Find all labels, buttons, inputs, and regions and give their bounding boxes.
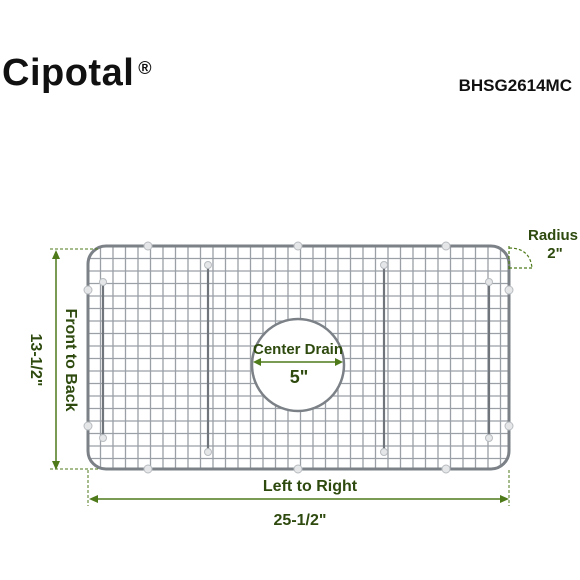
radius-indicator [508,246,533,270]
registered-mark: ® [138,58,153,78]
center-drain-label: Center Drain [253,341,343,358]
left-to-right-label: Left to Right [263,478,358,495]
front-to-back-value: 13-1/2" [27,334,44,387]
model-number: BHSG2614MC [458,76,572,95]
left-to-right-value: 25-1/2" [274,512,327,529]
center-drain-dimension [253,358,343,366]
center-drain-ring [250,317,346,413]
front-to-back-dimension [50,248,100,470]
radius-value: 2" [547,245,562,262]
center-drain-value: 5" [290,367,309,387]
brand-name: Cipotal [2,52,135,94]
left-to-right-dimension [87,470,510,506]
support-rods [101,265,491,452]
rubber-bumpers [83,241,514,474]
brand-logo: Cipotal® [2,52,152,95]
front-to-back-label: Front to Back [62,308,79,411]
radius-label: Radius [528,227,578,244]
